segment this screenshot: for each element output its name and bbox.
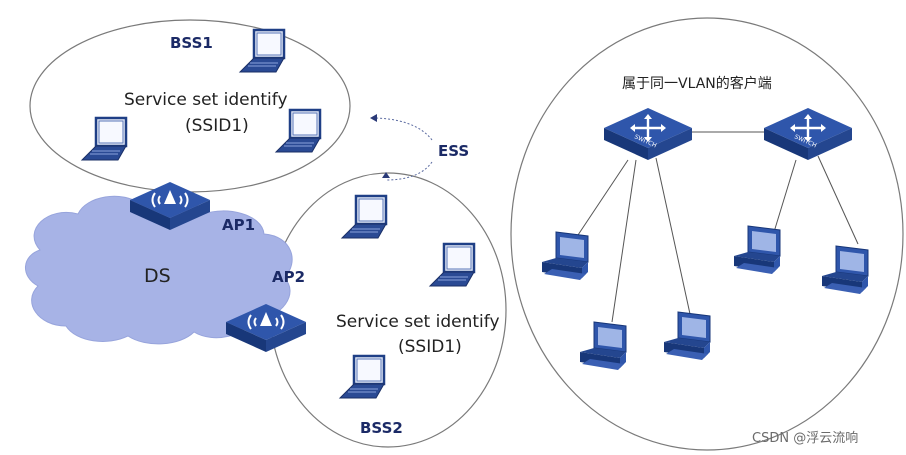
switch-icon	[602, 106, 694, 162]
ess-arrowhead-bss2	[382, 172, 390, 178]
desktop-pc-icon	[733, 225, 781, 275]
bss1-ssid-line1: Service set identify	[124, 90, 288, 110]
laptop-icon	[338, 354, 386, 400]
ess-arrow-bss2	[385, 161, 433, 181]
bss1-ssid-line2: (SSID1)	[185, 116, 249, 136]
ds-label: DS	[144, 265, 171, 287]
watermark: CSDN @浮云流响	[752, 430, 858, 446]
laptop-icon	[428, 242, 476, 288]
ap1-label: AP1	[222, 216, 255, 234]
ess-label: ESS	[438, 142, 469, 160]
laptop-icon	[274, 108, 322, 154]
desktop-pc-icon	[663, 311, 711, 361]
bss2-ellipse	[269, 172, 507, 448]
bss2-ssid-line2: (SSID1)	[398, 337, 462, 357]
vlan-ellipse	[510, 17, 904, 451]
laptop-icon	[238, 28, 286, 74]
bss2-label: BSS2	[360, 419, 403, 437]
desktop-pc-icon	[579, 321, 627, 371]
desktop-pc-icon	[821, 245, 869, 295]
switch-icon	[762, 106, 854, 162]
bss1-label: BSS1	[170, 34, 213, 52]
laptop-icon	[80, 116, 128, 162]
ap2-label: AP2	[272, 268, 305, 286]
laptop-icon	[340, 194, 388, 240]
ess-arrowhead-bss1	[370, 114, 377, 122]
ds-cloud	[25, 195, 293, 345]
vlan-title: 属于同一VLAN的客户端	[622, 75, 772, 92]
vlan-links	[575, 131, 859, 323]
ess-arrow-bss1	[371, 117, 433, 141]
desktop-pc-icon	[541, 231, 589, 281]
bss2-ssid-line1: Service set identify	[336, 312, 500, 332]
